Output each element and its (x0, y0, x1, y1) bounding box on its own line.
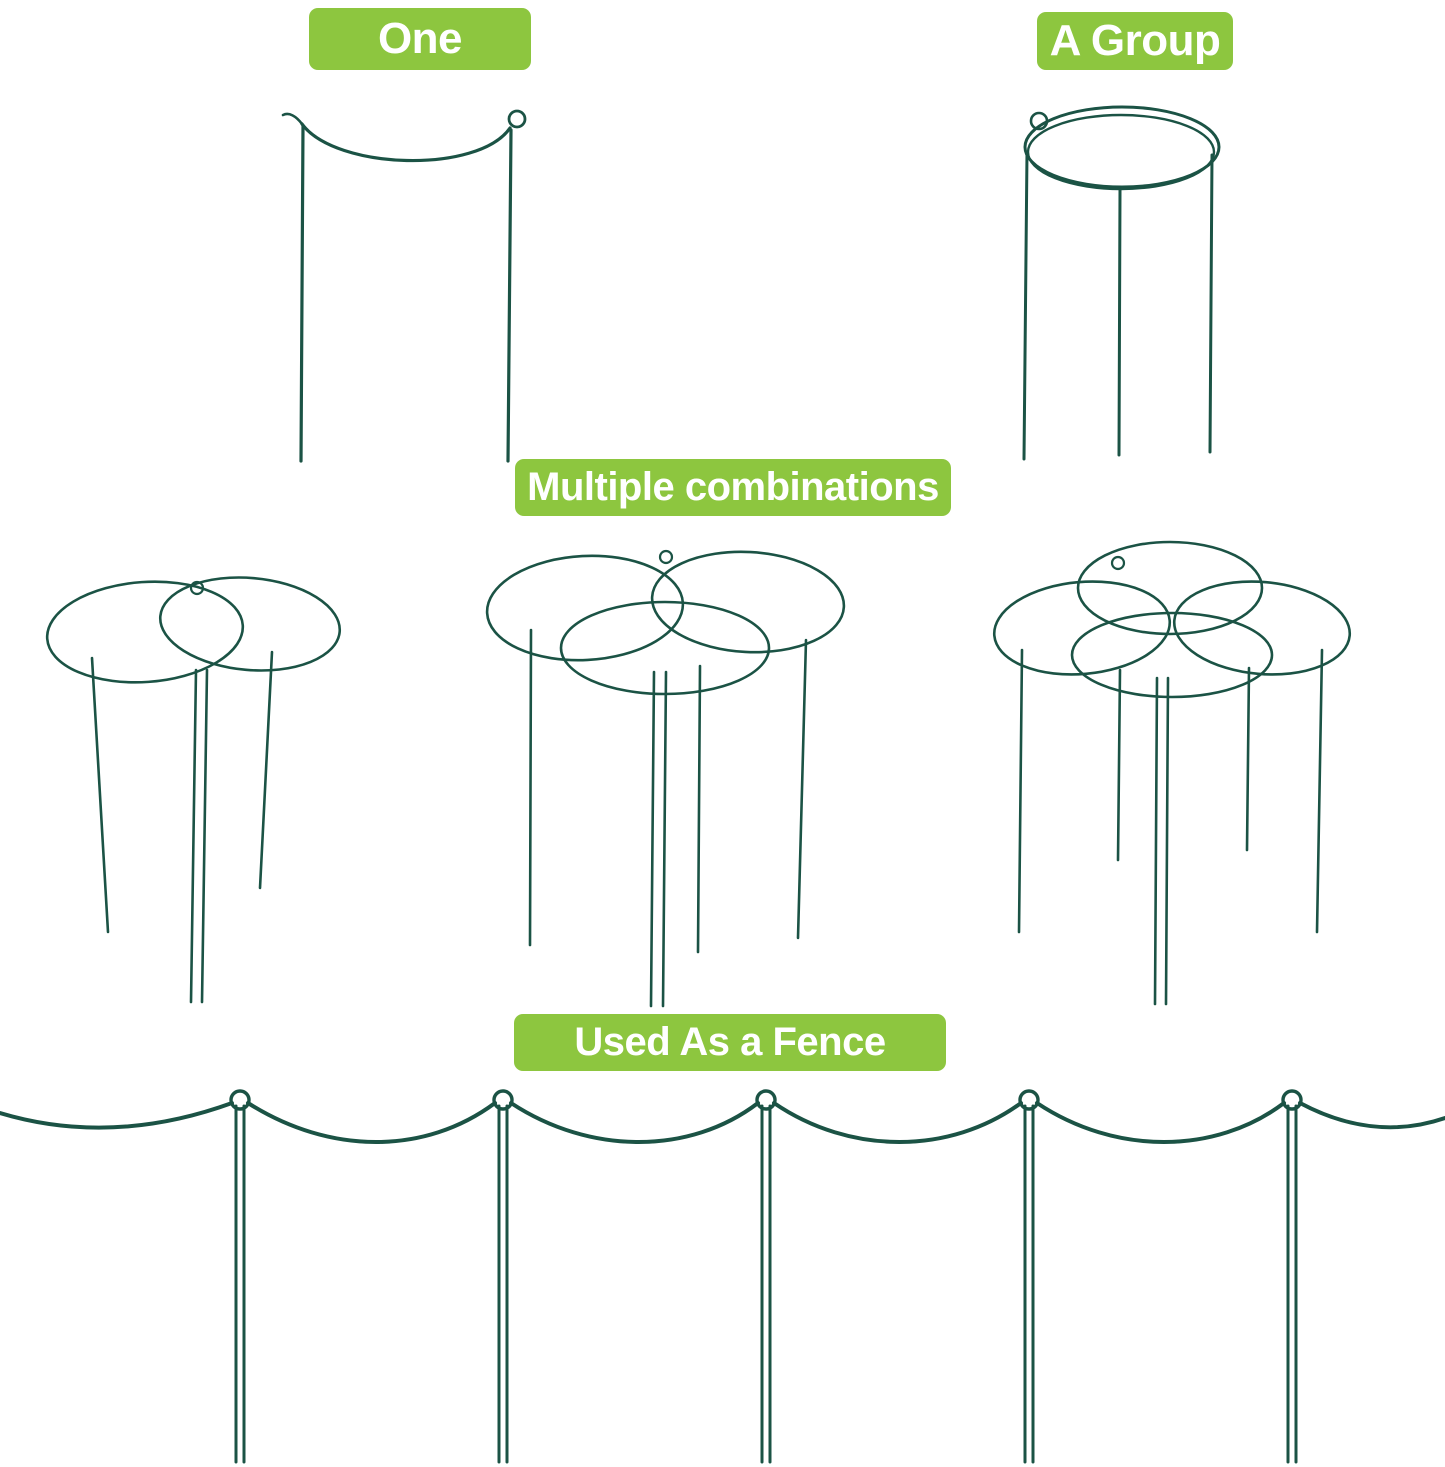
fence-stake-legs (234, 1104, 1298, 1464)
hoop-arc (1076, 540, 1264, 636)
hoop-arc (158, 576, 342, 672)
hoop-arc (1172, 580, 1352, 676)
stake-legs (1017, 648, 1324, 1006)
hoop-arc (485, 554, 685, 662)
hoop-arc (650, 550, 846, 654)
hoop-arc (45, 580, 245, 684)
caption-one: One (309, 8, 531, 70)
caption-used-as-fence-text: Used As a Fence (574, 1020, 886, 1064)
circle-hoop-outer (1023, 105, 1221, 189)
figure-combo-3 (992, 540, 1352, 1006)
knot-loop (1018, 1089, 1040, 1111)
figure-single-support (281, 109, 527, 463)
caption-a-group-text: A Group (1049, 16, 1221, 65)
figure-combo-2 (485, 549, 846, 1008)
figure-group-circle (1022, 105, 1221, 461)
caption-multiple-combinations-text: Multiple combinations (527, 465, 939, 509)
knot-loop (492, 1089, 514, 1111)
circle-hoop-inner (1026, 113, 1216, 191)
knot-loop (755, 1089, 777, 1111)
knot-loop (1110, 555, 1126, 571)
caption-used-as-fence: Used As a Fence (514, 1014, 946, 1071)
stake-legs (1022, 150, 1214, 461)
hoop-arc (992, 580, 1172, 676)
knot-loop (1029, 111, 1049, 131)
hoop-end-curl (281, 112, 304, 126)
fence-wire-swags (0, 1101, 1445, 1144)
hoop-arc (300, 122, 512, 163)
stake-legs (90, 650, 274, 1004)
knot-loop (1281, 1089, 1303, 1111)
knot-loop (658, 549, 674, 565)
knot-loop (507, 109, 527, 129)
caption-one-text: One (377, 14, 463, 63)
figure-combo-1 (45, 576, 342, 1004)
stake-legs (528, 628, 808, 1008)
caption-multiple-combinations: Multiple combinations (515, 459, 951, 516)
stake-legs (299, 124, 513, 463)
figure-fence (0, 1089, 1445, 1464)
caption-a-group: A Group (1037, 12, 1233, 70)
knot-loop (229, 1089, 251, 1111)
knot-loop (189, 580, 205, 596)
hoop-arc (1070, 611, 1274, 699)
